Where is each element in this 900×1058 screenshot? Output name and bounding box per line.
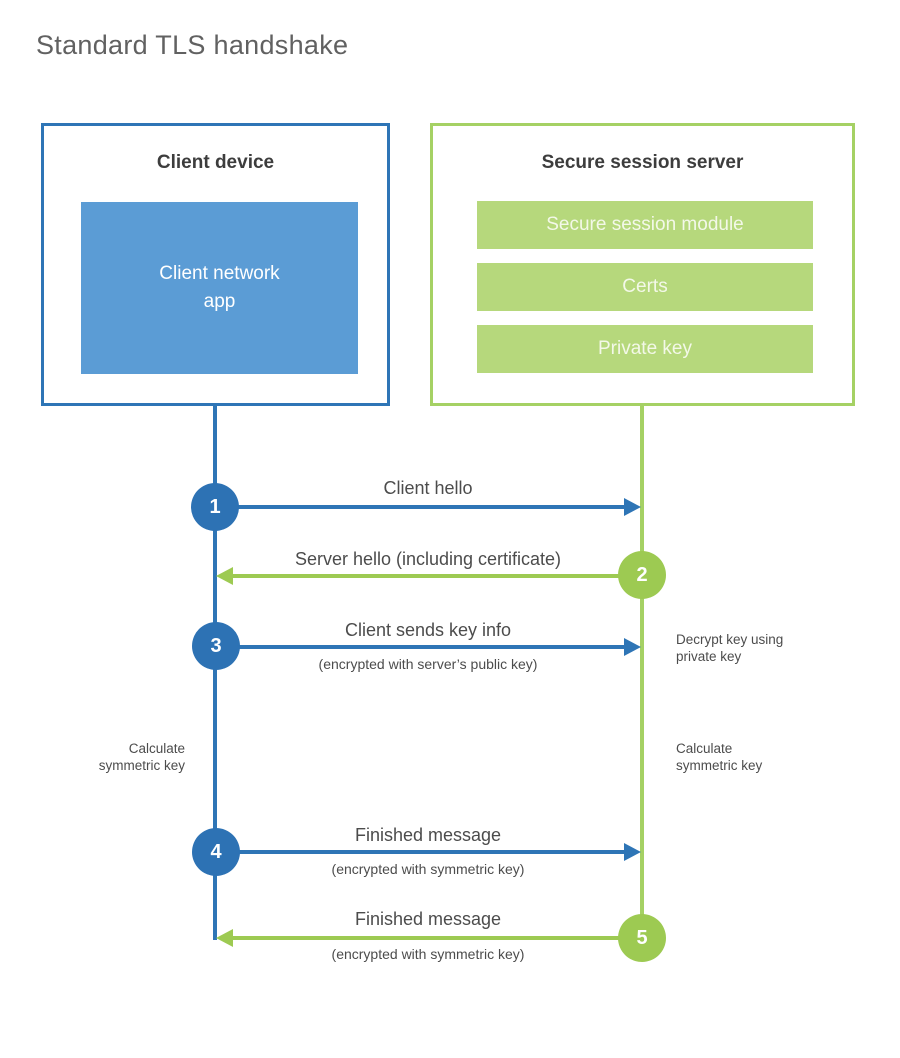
sublabel-finished-client: (encrypted with symmetric key) (331, 861, 525, 877)
step-circle-1: 1 (191, 483, 239, 531)
server-module-secure-session: Secure session module (477, 201, 813, 249)
label-finished-client: Finished message (354, 825, 502, 845)
step-circle-3: 3 (192, 622, 240, 670)
step-circle-2: 2 (618, 551, 666, 599)
label-client-hello: Client hello (383, 478, 473, 498)
label-finished-server: Finished message (354, 909, 502, 929)
label-client-key-info: Client sends key info (344, 620, 512, 640)
server-lifeline (640, 406, 644, 940)
page-title: Standard TLS handshake (36, 30, 349, 60)
arrow-finished-client (216, 850, 625, 854)
note-calc-symmetric-left: Calculate symmetric key (98, 741, 185, 773)
arrowhead-client-key-info (624, 638, 641, 656)
client-network-app-node: Client network app (81, 202, 358, 374)
arrowhead-client-hello (624, 498, 641, 516)
secure-session-server-box: Secure session server Secure session mod… (430, 123, 855, 406)
arrow-finished-server (233, 936, 642, 940)
secure-session-server-title: Secure session server (541, 152, 744, 173)
client-device-box: Client device Client network app (41, 123, 390, 406)
sublabel-client-key-info: (encrypted with server’s public key) (318, 656, 538, 672)
arrow-client-key-info (216, 645, 625, 649)
arrowhead-finished-client (624, 843, 641, 861)
client-device-title: Client device (156, 152, 275, 173)
arrowhead-finished-server (216, 929, 233, 947)
sublabel-finished-server: (encrypted with symmetric key) (331, 946, 525, 962)
step-circle-5: 5 (618, 914, 666, 962)
label-server-hello: Server hello (including certificate) (294, 549, 562, 569)
arrow-server-hello (233, 574, 642, 578)
note-decrypt-key: Decrypt key using private key (676, 632, 784, 664)
client-lifeline (213, 406, 217, 940)
server-module-certs: Certs (477, 263, 813, 311)
server-module-private-key: Private key (477, 325, 813, 373)
arrowhead-server-hello (216, 567, 233, 585)
note-calc-symmetric-right: Calculate symmetric key (676, 741, 763, 773)
step-circle-4: 4 (192, 828, 240, 876)
arrow-client-hello (215, 505, 625, 509)
